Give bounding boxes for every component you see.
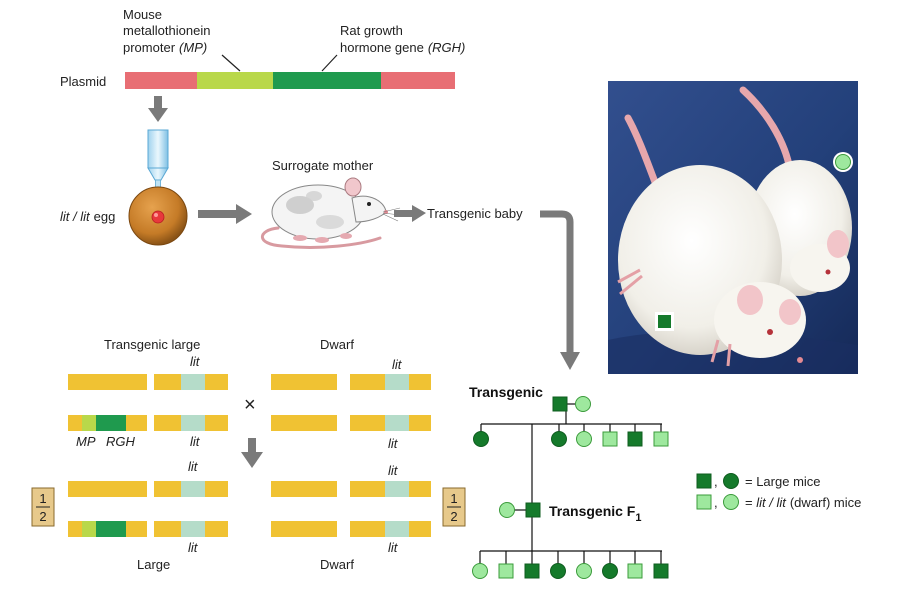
plasmid-segment-gene xyxy=(273,72,381,89)
lit-label: lit xyxy=(388,436,399,451)
legend: , = Large mice , = lit / lit(dwarf) mice xyxy=(696,473,861,510)
legend-large-circle xyxy=(723,473,739,489)
plasmid-group: Plasmid Mouse metallothionein promoter(M… xyxy=(60,7,465,89)
rgh-label: RGH xyxy=(106,434,136,449)
arrow-egg-to-surrogate xyxy=(198,204,252,224)
lit-label: lit xyxy=(188,540,199,555)
pedigree-female-dwarf xyxy=(576,563,592,579)
pedigree-male-dwarf xyxy=(498,563,514,579)
photo-marker-dwarf xyxy=(835,154,851,170)
chromosome-parent1-top xyxy=(68,374,228,390)
plasmid-label: Plasmid xyxy=(60,74,106,89)
gene-pointer-line xyxy=(321,54,338,72)
baby-label: Transgenic baby xyxy=(427,206,523,221)
mice-photo xyxy=(608,81,858,374)
surrogate-label: Surrogate mother xyxy=(272,158,374,173)
pedigree-male-dwarf xyxy=(627,563,643,579)
fraction-denominator: 2 xyxy=(450,509,457,524)
fraction-denominator: 2 xyxy=(39,509,46,524)
chromosome-parent1-bottom-transgenic xyxy=(68,415,228,431)
parent1-title: Transgenic large xyxy=(104,337,200,352)
legend-dwarf-square xyxy=(696,494,712,510)
arrow-surrogate-to-baby xyxy=(394,205,426,222)
pedigree-female-dwarf xyxy=(576,431,592,447)
arrow-plasmid-to-pipette xyxy=(148,96,168,122)
mouse-ear xyxy=(344,177,362,197)
lit-label: lit xyxy=(392,357,403,372)
photo-marker-large xyxy=(658,315,671,328)
promoter-label-line1: Mouse xyxy=(123,7,162,22)
legend-separator: , xyxy=(714,474,718,489)
surrogate-mouse-illustration xyxy=(260,177,401,249)
fraction-box-left: 1 2 xyxy=(31,487,55,527)
pedigree-female-large xyxy=(473,431,489,447)
parent2-title: Dwarf xyxy=(320,337,354,352)
chromosome-offspring1-bottom-transgenic xyxy=(68,521,228,537)
mouse-tail xyxy=(260,226,382,249)
pedigree-female-large xyxy=(602,563,618,579)
gene-label-line2: hormone gene(RGH) xyxy=(340,40,465,55)
arrow-cross-down xyxy=(241,438,263,468)
egg-nucleus xyxy=(151,210,165,224)
mouse-eye xyxy=(367,202,371,206)
plasmid-segment-left xyxy=(125,72,197,89)
legend-large-square xyxy=(696,473,712,489)
pedigree xyxy=(479,403,662,564)
chromosome-parent2-top xyxy=(271,374,431,390)
pedigree-female-dwarf xyxy=(472,563,488,579)
plasmid-segment-right xyxy=(381,72,455,89)
legend-separator: , xyxy=(714,495,718,510)
pedigree-gen1-label: Transgenic xyxy=(469,384,543,400)
chromosome-offspring2-top xyxy=(271,481,431,497)
pedigree-male-dwarf xyxy=(653,431,669,447)
plasmid-segment-promoter xyxy=(197,72,273,89)
pedigree-female-large xyxy=(551,431,567,447)
pedigree-male-large xyxy=(653,563,669,579)
legend-dwarf-text: = lit / lit(dwarf) mice xyxy=(745,495,861,510)
pedigree-male-large xyxy=(552,396,568,412)
lit-label: lit xyxy=(388,540,399,555)
legend-large-text: = Large mice xyxy=(745,474,821,489)
pedigree-symbols xyxy=(472,396,669,579)
pedigree-male-large xyxy=(524,563,540,579)
cross-symbol: × xyxy=(244,394,256,416)
arrow-baby-to-pedigree xyxy=(540,210,580,370)
chromosome-offspring2-bottom xyxy=(271,521,431,537)
photo-tail-small xyxy=(739,86,794,174)
lit-label: lit xyxy=(188,459,199,474)
pedigree-female-dwarf xyxy=(499,502,515,518)
chromosome-parent2-bottom xyxy=(271,415,431,431)
offspring1-label: Large xyxy=(137,557,170,572)
fraction-box-right: 1 2 xyxy=(442,487,466,527)
fraction-numerator: 1 xyxy=(39,491,46,506)
lit-label: lit xyxy=(190,354,201,369)
lit-label: lit xyxy=(190,434,201,449)
pedigree-male-large xyxy=(627,431,643,447)
fraction-numerator: 1 xyxy=(450,491,457,506)
pedigree-gen2-label: Transgenic F1 xyxy=(549,503,641,524)
lit-label: lit xyxy=(388,463,399,478)
pedigree-male-dwarf xyxy=(602,431,618,447)
pedigree-female-dwarf xyxy=(575,396,591,412)
gene-label-line1: Rat growth xyxy=(340,23,403,38)
pedigree-male-large xyxy=(525,502,541,518)
mp-label: MP xyxy=(76,434,96,449)
offspring2-label: Dwarf xyxy=(320,557,354,572)
genetic-cross: Transgenic large Dwarf lit lit lit lit l… xyxy=(31,337,466,572)
pedigree-female-large xyxy=(550,563,566,579)
chromosome-offspring1-top xyxy=(68,481,228,497)
promoter-label-line3: promoter(MP) xyxy=(123,40,207,55)
legend-dwarf-circle xyxy=(723,494,739,510)
promoter-pointer-line xyxy=(221,54,241,72)
promoter-label-line2: metallothionein xyxy=(123,23,210,38)
egg-cell xyxy=(128,186,188,246)
